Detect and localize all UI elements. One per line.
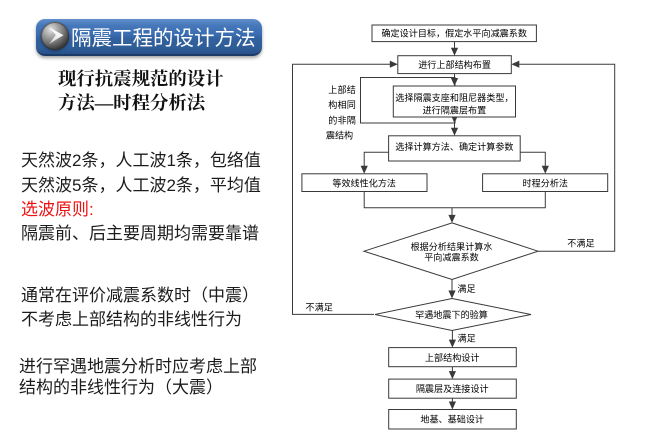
- svg-text:地基、基础设计: 地基、基础设计: [420, 414, 484, 425]
- svg-text:平向减震系数: 平向减震系数: [424, 252, 479, 263]
- svg-text:满足: 满足: [457, 284, 475, 294]
- svg-text:上部结构设计: 上部结构设计: [425, 352, 480, 363]
- svg-text:上部结: 上部结: [328, 84, 356, 95]
- svg-text:时程分析法: 时程分析法: [523, 177, 568, 188]
- svg-text:等效线性化方法: 等效线性化方法: [332, 177, 396, 188]
- svg-text:选择计算方法、确定计算参数: 选择计算方法、确定计算参数: [395, 141, 513, 152]
- svg-text:不满足: 不满足: [306, 303, 333, 313]
- svg-text:不满足: 不满足: [567, 239, 594, 249]
- svg-text:根据分析结果计算水: 根据分析结果计算水: [411, 241, 493, 252]
- svg-text:震结构: 震结构: [326, 130, 353, 141]
- svg-text:构相同: 构相同: [328, 99, 356, 110]
- svg-text:满足: 满足: [457, 334, 475, 344]
- svg-text:确定设计目标，假定水平向减震系数: 确定设计目标，假定水平向减震系数: [381, 28, 527, 39]
- svg-text:罕遇地震下的验算: 罕遇地震下的验算: [415, 309, 488, 320]
- svg-text:隔震层及连接设计: 隔震层及连接设计: [416, 383, 489, 394]
- svg-text:选择隔震支座和阻尼器类型，: 选择隔震支座和阻尼器类型，: [395, 92, 513, 103]
- svg-text:的非隔: 的非隔: [328, 114, 356, 125]
- svg-text:进行隔震层布置: 进行隔震层布置: [423, 104, 487, 115]
- svg-text:进行上部结构布置: 进行上部结构布置: [418, 59, 491, 70]
